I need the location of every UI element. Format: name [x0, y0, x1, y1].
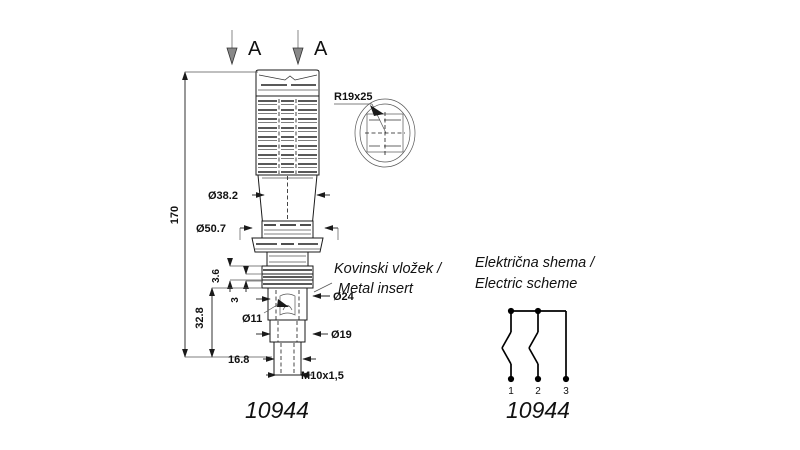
note-metal-insert: Kovinski vložek / Metal insert	[313, 261, 443, 297]
dimension-328-label: 32.8	[194, 307, 206, 328]
part-neck	[266, 251, 309, 267]
scheme-caption: 10944	[506, 397, 570, 423]
terminal-dot-3	[562, 375, 570, 383]
dimension-hole-diameter: Ø11	[242, 296, 289, 325]
section-marker-left-label: A	[248, 38, 262, 60]
dimension-d382-label: Ø38.2	[208, 190, 238, 202]
dimension-d507-label: Ø50.7	[196, 223, 226, 235]
terminal-dot-1	[507, 375, 515, 383]
dimension-overall-height: 170	[169, 71, 272, 358]
dimension-168-label: 16.8	[228, 354, 249, 366]
terminal-label-3: 3	[563, 386, 569, 397]
dimension-lower-height: 32.8	[194, 287, 262, 358]
dimension-stem-diameter: Ø19	[256, 329, 352, 341]
section-marker-right: A	[292, 30, 328, 66]
dimension-d19-label: Ø19	[331, 329, 352, 341]
note-metal-insert-line2: Metal insert	[338, 281, 414, 297]
dimension-d24-label: Ø24	[333, 291, 355, 303]
part-collar	[261, 220, 314, 239]
section-marker-right-label: A	[314, 38, 328, 60]
dimension-flange-diameter: Ø50.7	[196, 223, 339, 240]
section-detail-label: R19x25	[334, 91, 373, 103]
body-fins	[258, 98, 317, 174]
junction-dot	[534, 307, 542, 315]
part-top-cap	[255, 69, 320, 97]
section-detail-aa: R19x25	[334, 91, 416, 168]
terminal-label-1: 1	[508, 386, 514, 397]
note-electric-scheme: Električna shema / Electric scheme	[475, 255, 596, 292]
part-finned-body	[255, 95, 320, 176]
dimension-3-label: 3	[230, 297, 241, 303]
note-metal-insert-line1: Kovinski vložek /	[334, 261, 443, 277]
dimension-d11-label: Ø11	[242, 313, 262, 325]
junction-dot	[507, 307, 515, 315]
dimension-36-label: 3.6	[211, 269, 222, 283]
terminal-dot-2	[534, 375, 542, 383]
part-metal-insert	[261, 265, 314, 289]
dimension-thread-length: 16.8	[228, 354, 316, 366]
note-scheme-line1: Električna shema /	[475, 255, 596, 271]
terminal-label-2: 2	[535, 386, 541, 397]
note-scheme-line2: Electric scheme	[475, 276, 577, 292]
dimension-insert-gap: 3	[230, 265, 262, 303]
part-side-view	[251, 69, 324, 376]
part-flange	[251, 237, 324, 253]
electric-scheme-diagram: 1 2 3	[501, 307, 570, 397]
dimension-thread-spec: M10x1,5	[266, 370, 344, 382]
dimension-cone-top-diameter: Ø38.2	[208, 190, 330, 202]
part-stem	[269, 319, 306, 343]
dimension-170-label: 170	[169, 206, 181, 224]
section-marker-left: A	[226, 30, 262, 66]
part-thread	[273, 341, 302, 376]
part-insert-body	[267, 287, 308, 321]
part-caption: 10944	[245, 397, 309, 423]
dimension-m10-label: M10x1,5	[301, 370, 344, 382]
down-arrow-icon	[226, 47, 238, 66]
down-arrow-icon	[292, 47, 304, 66]
dimension-insert-diameter: Ø24	[312, 291, 355, 303]
